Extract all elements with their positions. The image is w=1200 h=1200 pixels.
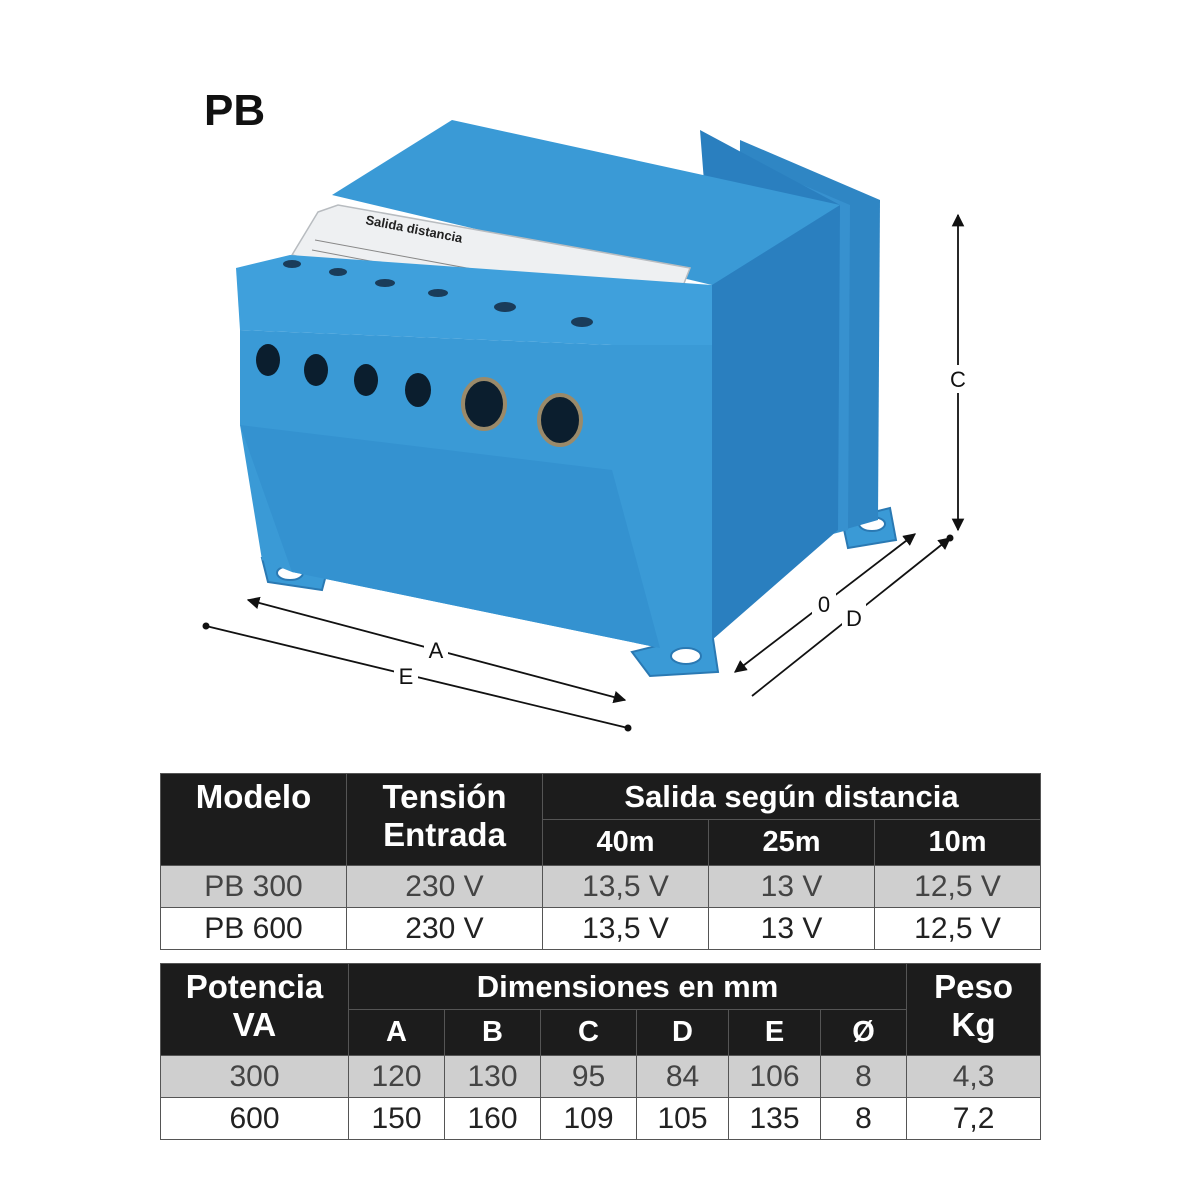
header-peso: Peso Kg (906, 963, 1042, 1056)
svg-text:A: A (429, 638, 444, 663)
header-modelo: Modelo (160, 773, 347, 866)
table-row: 300 120 130 95 84 106 8 4,3 (160, 1055, 1042, 1098)
header-e: E (728, 1009, 821, 1056)
header-dimensiones: Dimensiones en mm (347, 963, 908, 1010)
screw-holes (283, 260, 593, 327)
header-d: D (636, 1009, 729, 1056)
dimension-d-inner: 0 (734, 533, 916, 673)
header-salida: Salida según distancia (541, 773, 1042, 820)
header-b: B (444, 1009, 541, 1056)
dimension-a: A (246, 596, 627, 704)
dimension-c: C (945, 213, 971, 532)
svg-text:E: E (399, 664, 414, 689)
table-row: PB 300 230 V 13,5 V 13 V 12,5 V (160, 865, 1042, 908)
header-potencia: Potencia VA (160, 963, 349, 1056)
header-diameter: Ø (819, 1009, 908, 1056)
cable-entry-holes (256, 344, 583, 447)
housing-front-upper (236, 255, 712, 345)
header-40m: 40m (542, 819, 709, 866)
dimension-e: E (202, 622, 632, 732)
svg-text:0: 0 (818, 592, 830, 617)
voltage-table: Modelo Tensión Entrada Salida según dist… (160, 773, 1042, 950)
header-10m: 10m (873, 819, 1042, 866)
housing-top (332, 120, 840, 285)
dimension-d: D (751, 534, 954, 697)
header-a: A (348, 1009, 445, 1056)
dimensions-table: Potencia VA Dimensiones en mm Peso Kg A … (160, 963, 1042, 1140)
header-c: C (540, 1009, 637, 1056)
product-illustration: Salida distancia C 0 (202, 120, 971, 732)
svg-text:D: D (846, 606, 862, 631)
svg-text:C: C (950, 367, 966, 392)
table-row: 600 150 160 109 105 135 8 7,2 (160, 1097, 1042, 1140)
table-row: PB 600 230 V 13,5 V 13 V 12,5 V (160, 907, 1042, 950)
header-25m: 25m (708, 819, 875, 866)
product-title: PB (204, 86, 266, 135)
header-tension: Tensión Entrada (346, 773, 543, 866)
